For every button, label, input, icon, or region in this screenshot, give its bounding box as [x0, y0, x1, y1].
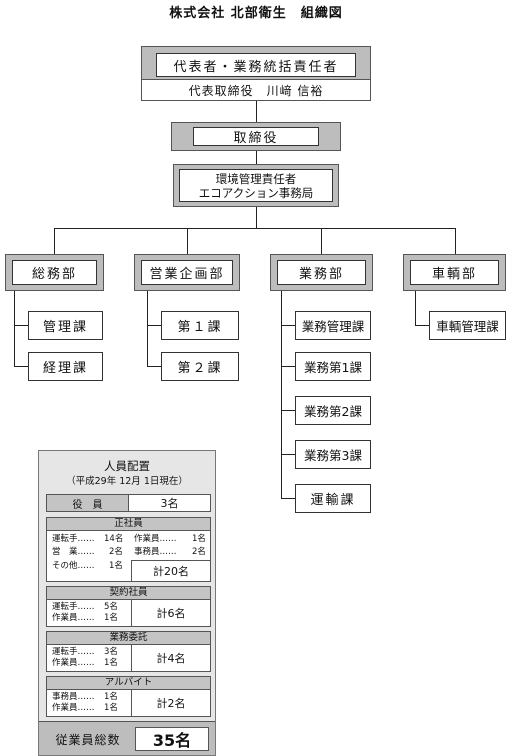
officer-row: 役 員 3名	[46, 494, 211, 512]
board-box: 取締役	[171, 122, 341, 151]
dept-sharyo-label: 車輌部	[410, 260, 499, 285]
connector	[281, 290, 282, 498]
grand-total-label: 従業員総数	[55, 732, 121, 747]
regular-r1c0: 営 業……	[52, 547, 95, 557]
connector	[256, 206, 257, 228]
connector	[54, 228, 55, 254]
env-line1: 環境管理責任者	[215, 171, 297, 186]
parttime-r1c0: 作業員……	[52, 703, 95, 713]
connector	[147, 290, 148, 366]
regular-r1c3: 2名	[192, 547, 206, 557]
parttime-r0c0: 事務員……	[52, 692, 95, 702]
connector	[281, 410, 295, 411]
contract-header: 契約社員	[46, 586, 211, 600]
chart-title: 株式会社 北部衛生 組織図	[169, 6, 343, 21]
dept-soumu: 総務部	[5, 254, 104, 291]
section-dai1: 第１課	[161, 311, 239, 340]
staff-panel: 人員配置 （平成29年 12月 1日現在） 役 員 3名 正社員 運転手…… 1…	[38, 450, 216, 756]
connector	[256, 100, 257, 122]
dept-gyomu: 業務部	[270, 254, 373, 291]
contract-body: 運転手…… 5名 作業員…… 1名 計6名	[46, 599, 211, 627]
outsourced-header: 業務委託	[46, 631, 211, 645]
contract-total: 計6名	[131, 600, 210, 626]
representative-name: 代表取締役 川﨑 信裕	[141, 79, 371, 101]
parttime-r1c1: 1名	[104, 703, 118, 713]
regular-r0c2: 作業員……	[134, 534, 177, 544]
regular-r0c1: 14名	[104, 534, 124, 544]
representative-box: 代表者・業務統括責任者 代表取締役 川﨑 信裕	[141, 46, 371, 101]
outsourced-r0c1: 3名	[104, 647, 118, 657]
env-label: 環境管理責任者 エコアクション事務局	[179, 169, 333, 202]
connector	[256, 150, 257, 165]
dept-eigyo-label: 営業企画部	[141, 260, 233, 285]
regular-total: 計20名	[131, 560, 210, 581]
officer-count: 3名	[160, 497, 179, 510]
connector	[415, 325, 429, 326]
contract-r0c1: 5名	[104, 602, 118, 612]
connector	[281, 325, 295, 326]
connector	[14, 325, 28, 326]
parttime-body: 事務員…… 1名 作業員…… 1名 計2名	[46, 689, 211, 717]
parttime-header: アルバイト	[46, 676, 211, 690]
regular-r0c3: 1名	[192, 534, 206, 544]
dept-sharyo: 車輌部	[403, 254, 506, 291]
staff-title: 人員配置	[104, 459, 150, 473]
outsourced-body: 運転手…… 3名 作業員…… 1名 計4名	[46, 644, 211, 672]
contract-r1c1: 1名	[104, 613, 118, 623]
parttime-r0c1: 1名	[104, 692, 118, 702]
section-gyomu-2: 業務第2課	[295, 396, 371, 425]
connector	[281, 366, 295, 367]
section-sharyo-kanri: 車輌管理課	[429, 311, 506, 340]
connector	[187, 228, 188, 254]
officer-label: 役 員	[47, 495, 129, 511]
contract-r1c0: 作業員……	[52, 613, 95, 623]
connector	[147, 325, 161, 326]
regular-r2c1: 1名	[109, 561, 123, 571]
connector	[321, 228, 322, 254]
section-gyomu-1: 業務第1課	[295, 352, 371, 381]
representative-header: 代表者・業務統括責任者	[156, 53, 356, 77]
outsourced-total: 計4名	[131, 645, 210, 671]
grand-total-count: 35名	[135, 727, 209, 751]
section-kanri: 管理課	[28, 311, 103, 340]
env-line2: エコアクション事務局	[198, 185, 314, 200]
connector	[455, 228, 456, 254]
grand-total-row: 従業員総数 35名	[39, 721, 215, 755]
regular-r0c0: 運転手……	[52, 534, 95, 544]
regular-r1c2: 事務員……	[134, 547, 177, 557]
dept-gyomu-label: 業務部	[277, 260, 366, 285]
connector	[14, 290, 15, 366]
section-gyomu-3: 業務第3課	[295, 440, 371, 469]
outsourced-r1c1: 1名	[104, 658, 118, 668]
connector	[14, 366, 28, 367]
regular-r2c0: その他……	[52, 561, 95, 571]
regular-body: 運転手…… 14名 作業員…… 1名 営 業…… 2名 事務員…… 2名 その他…	[46, 530, 211, 582]
section-keiri: 経理課	[28, 352, 103, 381]
regular-header: 正社員	[46, 517, 211, 531]
dept-soumu-label: 総務部	[12, 260, 97, 285]
parttime-total: 計2名	[131, 690, 210, 716]
connector	[147, 366, 161, 367]
connector	[54, 228, 455, 229]
connector	[281, 498, 295, 499]
board-label: 取締役	[193, 127, 319, 146]
outsourced-r1c0: 作業員……	[52, 658, 95, 668]
connector	[281, 454, 295, 455]
contract-r0c0: 運転手……	[52, 602, 95, 612]
dept-eigyo: 営業企画部	[134, 254, 240, 291]
regular-r1c1: 2名	[109, 547, 123, 557]
section-gyomu-kanri: 業務管理課	[295, 311, 371, 340]
section-unyu: 運輸課	[295, 484, 371, 513]
section-dai2: 第２課	[161, 352, 239, 381]
outsourced-r0c0: 運転手……	[52, 647, 95, 657]
staff-asof: （平成29年 12月 1日現在）	[66, 476, 188, 487]
env-box: 環境管理責任者 エコアクション事務局	[173, 164, 339, 207]
connector	[415, 290, 416, 326]
